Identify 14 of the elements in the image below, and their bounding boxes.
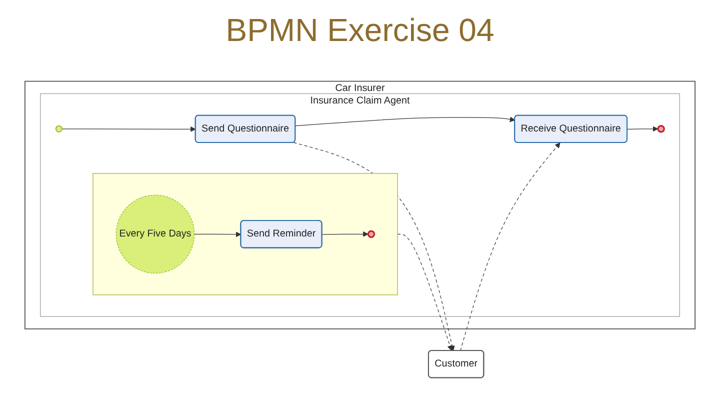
node-circle: Every Five Days [116,194,195,274]
node-circle [657,125,665,133]
cluster [92,173,398,296]
title: BPMN Exercise 04 [224,12,496,49]
node-circle [55,125,62,132]
arrow [322,231,368,237]
arrow [62,126,196,132]
node-circle [367,230,376,238]
arrow [460,142,560,352]
arrow [295,116,516,126]
arrow [194,232,242,238]
arrow [627,126,658,132]
arrow [397,234,453,351]
arrow [293,142,455,352]
